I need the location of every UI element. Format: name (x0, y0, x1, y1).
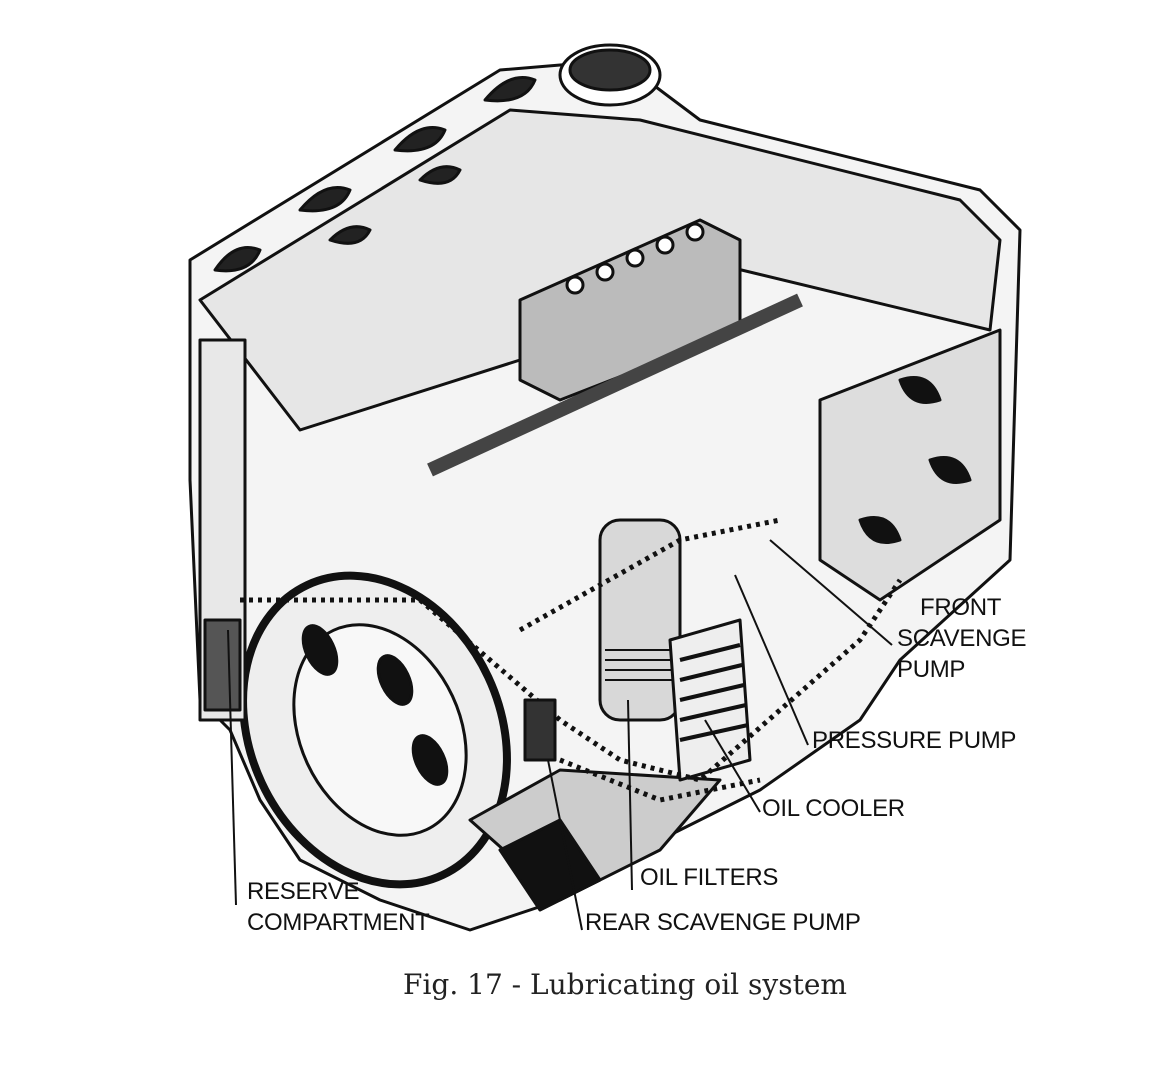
label-pressure-pump: PRESSURE PUMP (812, 727, 1017, 754)
leader-reserve-compartment (227, 629, 237, 906)
leader-oil-filters (627, 699, 633, 891)
rear-scavenge-pump-body (523, 698, 557, 762)
label-reserve-compartment-2: COMPARTMENT (247, 909, 430, 936)
figure-caption: Fig. 17 - Lubricating oil system (403, 968, 847, 1001)
label-front-scavenge-pump-3: PUMP (897, 656, 966, 683)
label-oil-cooler: OIL COOLER (762, 795, 905, 822)
camshaft (427, 293, 803, 477)
oil-cooler-body (668, 618, 752, 782)
oil-filter-canister (598, 518, 682, 722)
label-reserve-compartment-1: RESERVE (247, 878, 360, 905)
label-front-scavenge-pump-1: FRONT (920, 594, 1002, 621)
leader-rear-scavenge-pump (547, 759, 583, 931)
label-front-scavenge-pump-2: SCAVENGE (897, 625, 1027, 652)
label-oil-filters: OIL FILTERS (640, 864, 779, 891)
leader-pressure-pump (734, 574, 809, 746)
oil-line (240, 578, 903, 783)
label-rear-scavenge-pump: REAR SCAVENGE PUMP (585, 909, 861, 936)
leader-front-scavenge-pump (769, 539, 893, 646)
leader-oil-cooler (704, 719, 761, 813)
